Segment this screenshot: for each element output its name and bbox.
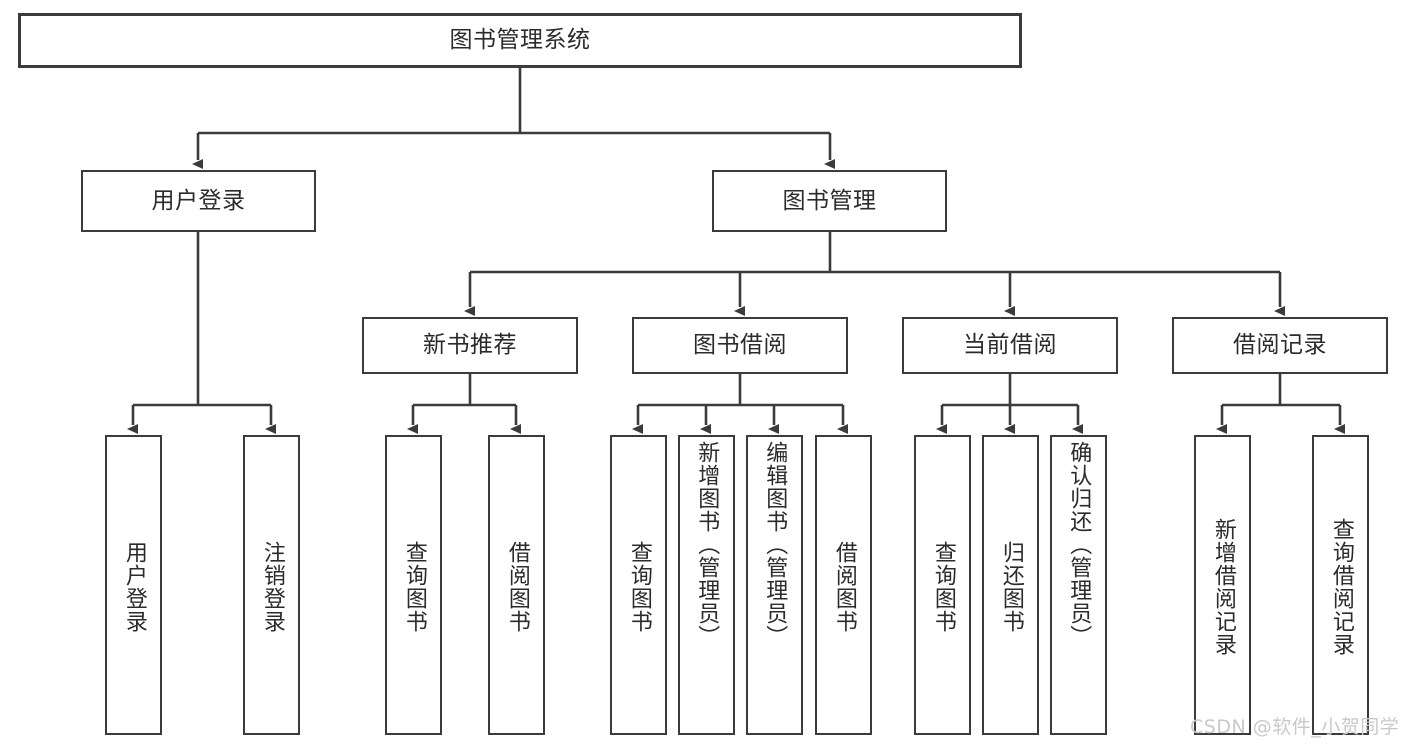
node-label: 查询图书 [401, 541, 427, 633]
node-label: 当前借阅 [963, 332, 1057, 359]
node-label: 编辑图书（管理员） [762, 441, 788, 648]
node-new-book-recommend[interactable]: 新书推荐 [362, 317, 578, 374]
node-label: 查询图书 [930, 541, 956, 633]
node-label: 借阅图书 [831, 541, 857, 633]
node-label: 图书管理系统 [449, 27, 591, 54]
leaf-book-borrow-edit[interactable]: 编辑图书（管理员） [746, 435, 803, 735]
leaf-book-borrow-query[interactable]: 查询图书 [610, 435, 667, 735]
node-label: 图书管理 [782, 187, 877, 214]
node-label: 用户登录 [151, 187, 246, 214]
node-label: 新增图书（管理员） [694, 441, 720, 648]
node-label: 用户登录 [121, 541, 147, 633]
node-label: 借阅记录 [1233, 332, 1327, 359]
node-label: 新书推荐 [423, 332, 517, 359]
csdn-watermark: CSDN @软件_小贺同学 [1190, 716, 1400, 738]
node-label: 确认归还（管理员） [1066, 441, 1092, 648]
leaf-book-borrow-add[interactable]: 新增图书（管理员） [678, 435, 735, 735]
leaf-new-book-borrow[interactable]: 借阅图书 [488, 435, 545, 735]
leaf-new-book-query[interactable]: 查询图书 [385, 435, 442, 735]
leaf-borrow-record-query[interactable]: 查询借阅记录 [1312, 435, 1369, 735]
leaf-borrow-record-add[interactable]: 新增借阅记录 [1194, 435, 1251, 735]
node-label: 注销登录 [259, 541, 285, 633]
leaf-current-borrow-confirm-return[interactable]: 确认归还（管理员） [1050, 435, 1107, 735]
node-label: 查询借阅记录 [1328, 518, 1354, 656]
node-label: 借阅图书 [504, 541, 530, 633]
leaf-current-borrow-return[interactable]: 归还图书 [982, 435, 1039, 735]
node-borrow-record[interactable]: 借阅记录 [1172, 317, 1388, 374]
node-label: 图书借阅 [693, 332, 787, 359]
node-label: 归还图书 [998, 541, 1024, 633]
node-book-management[interactable]: 图书管理 [712, 170, 947, 232]
node-current-borrow[interactable]: 当前借阅 [902, 317, 1118, 374]
node-label: 查询图书 [626, 541, 652, 633]
leaf-book-borrow-borrow[interactable]: 借阅图书 [815, 435, 872, 735]
node-book-borrow[interactable]: 图书借阅 [632, 317, 848, 374]
leaf-user-login-login[interactable]: 用户登录 [105, 435, 162, 735]
node-label: 新增借阅记录 [1210, 518, 1236, 656]
leaf-current-borrow-query[interactable]: 查询图书 [914, 435, 971, 735]
node-user-login[interactable]: 用户登录 [81, 170, 316, 232]
node-root-library-system[interactable]: 图书管理系统 [18, 13, 1022, 68]
leaf-user-login-logout[interactable]: 注销登录 [243, 435, 300, 735]
